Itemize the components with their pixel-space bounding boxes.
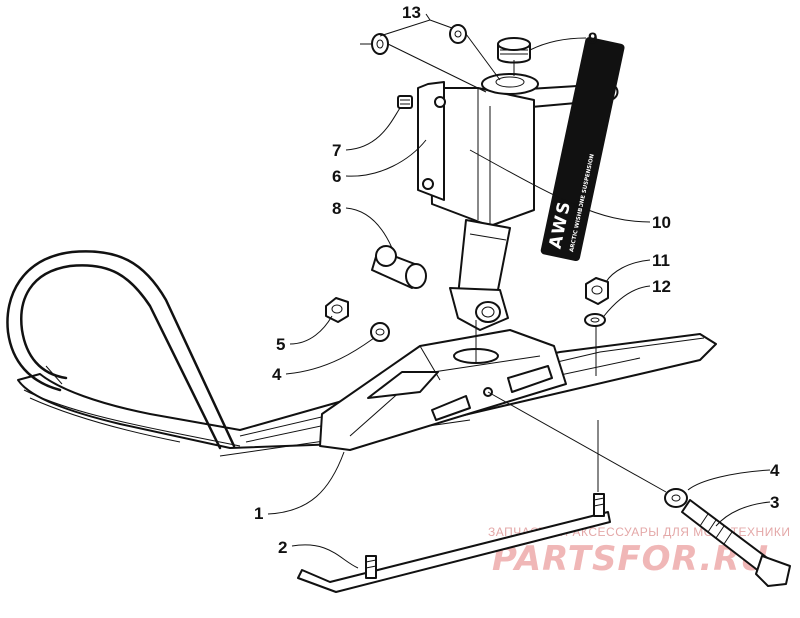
callout-9: 9 (588, 29, 597, 48)
washer-upper (370, 322, 390, 342)
watermark-brand: PARTSFOR.RU (492, 539, 769, 579)
plug-cap (497, 37, 531, 64)
callout-3: 3 (770, 493, 779, 512)
nut-left (325, 297, 349, 323)
callout-10: 10 (652, 213, 671, 232)
washer-right (584, 313, 606, 327)
ski (6, 250, 717, 457)
assembly-lines (360, 33, 667, 493)
callout-labels: 1 2 3 4 4 5 6 7 8 9 10 11 12 13 (254, 3, 780, 557)
nut-right (585, 277, 609, 305)
set-screw (397, 95, 413, 109)
callout-8: 8 (332, 199, 341, 218)
callout-11: 11 (652, 251, 670, 270)
callout-2: 2 (278, 538, 287, 557)
callout-5: 5 (276, 335, 285, 354)
callout-13: 13 (402, 3, 421, 22)
callout-4-lower: 4 (770, 461, 780, 480)
callout-1: 1 (254, 504, 263, 523)
callout-6: 6 (332, 167, 341, 186)
spindle-bolt (681, 499, 791, 587)
aws-decal: AWS ARCTIC WISHBONE SUSPENSION (540, 37, 625, 262)
washer-lower (664, 488, 688, 508)
wear-bar (297, 493, 611, 593)
callout-12: 12 (652, 277, 671, 296)
callout-7: 7 (332, 141, 341, 160)
top-nut-washer (371, 24, 467, 55)
callout-4-upper: 4 (272, 365, 282, 384)
bushing (371, 245, 427, 289)
leader-lines (267, 13, 771, 569)
